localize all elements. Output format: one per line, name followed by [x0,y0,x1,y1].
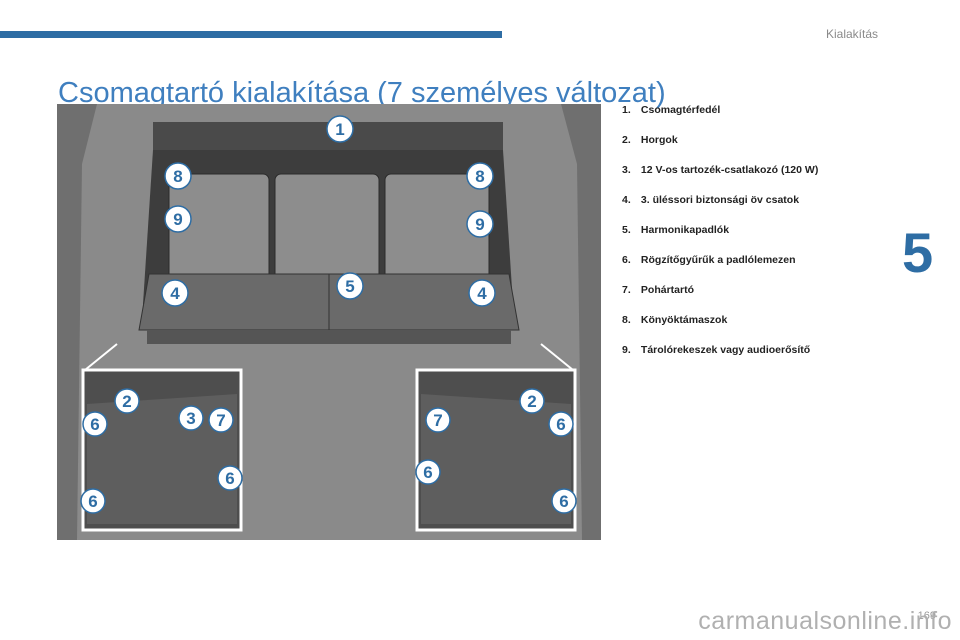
callout-marker: 2 [114,388,140,414]
legend-item: 8. Könyöktámaszok [622,314,728,326]
svg-text:6: 6 [90,415,99,434]
callout-marker: 5 [336,272,364,300]
section-name: Kialakítás [826,27,879,41]
svg-text:6: 6 [225,469,234,488]
callout-marker: 7 [425,407,451,433]
svg-text:8: 8 [173,167,182,186]
callout-marker: 8 [164,162,192,190]
trunk-figure: 1 8 8 9 9 4 5 4 2 6 3 7 [57,104,601,540]
legend-item: 6. Rögzítőgyűrűk a padlólemezen [622,254,796,266]
page-number: 169 [917,610,936,622]
callout-marker: 9 [466,210,494,238]
chapter-number: 5 [902,221,934,284]
svg-text:3: 3 [186,409,195,428]
legend-list: 1. Csomagtérfedél 2. Horgok 3. 12 V-os t… [622,104,922,374]
callout-marker: 2 [519,388,545,414]
callout-marker: 6 [415,459,441,485]
svg-text:2: 2 [527,392,536,411]
callout-marker: 6 [548,411,574,437]
zoom-line-right [540,343,574,371]
seat-back-center [274,173,380,285]
sill [147,330,511,344]
header-accent-bar [0,31,502,38]
callout-marker: 6 [80,488,106,514]
legend-item: 7. Pohártartó [622,284,695,296]
svg-text:6: 6 [556,415,565,434]
callout-marker: 6 [82,411,108,437]
svg-text:6: 6 [559,492,568,511]
svg-text:7: 7 [433,411,442,430]
callout-marker: 1 [326,115,354,143]
legend-item: 1. Csomagtérfedél [622,104,721,116]
svg-text:4: 4 [477,284,487,303]
legend-item: 2. Horgok [622,134,678,146]
callout-marker: 6 [217,465,243,491]
svg-text:2: 2 [122,392,131,411]
legend-item: 4. 3. üléssori biztonsági öv csatok [622,194,800,206]
zoom-line-left [84,343,118,371]
legend-item: 9. Tárolórekeszek vagy audioerősítő [622,344,811,356]
legend-item: 3. 12 V-os tartozék-csatlakozó (120 W) [622,164,819,176]
callout-marker: 6 [551,488,577,514]
svg-text:4: 4 [170,284,180,303]
watermark: carmanualsonline.info [698,607,952,635]
svg-text:7: 7 [216,411,225,430]
callout-marker: 4 [468,279,496,307]
svg-text:1: 1 [335,120,344,139]
inset-right-panel [421,394,571,524]
svg-text:6: 6 [88,492,97,511]
callout-marker: 9 [164,205,192,233]
svg-text:9: 9 [475,215,484,234]
callout-marker: 7 [208,407,234,433]
callout-marker: 4 [161,279,189,307]
callout-marker: 8 [466,162,494,190]
callout-marker: 3 [178,405,204,431]
svg-text:9: 9 [173,210,182,229]
svg-text:5: 5 [345,277,354,296]
svg-text:6: 6 [423,463,432,482]
svg-text:8: 8 [475,167,484,186]
legend-item: 5. Harmonikapadlók [622,224,730,236]
